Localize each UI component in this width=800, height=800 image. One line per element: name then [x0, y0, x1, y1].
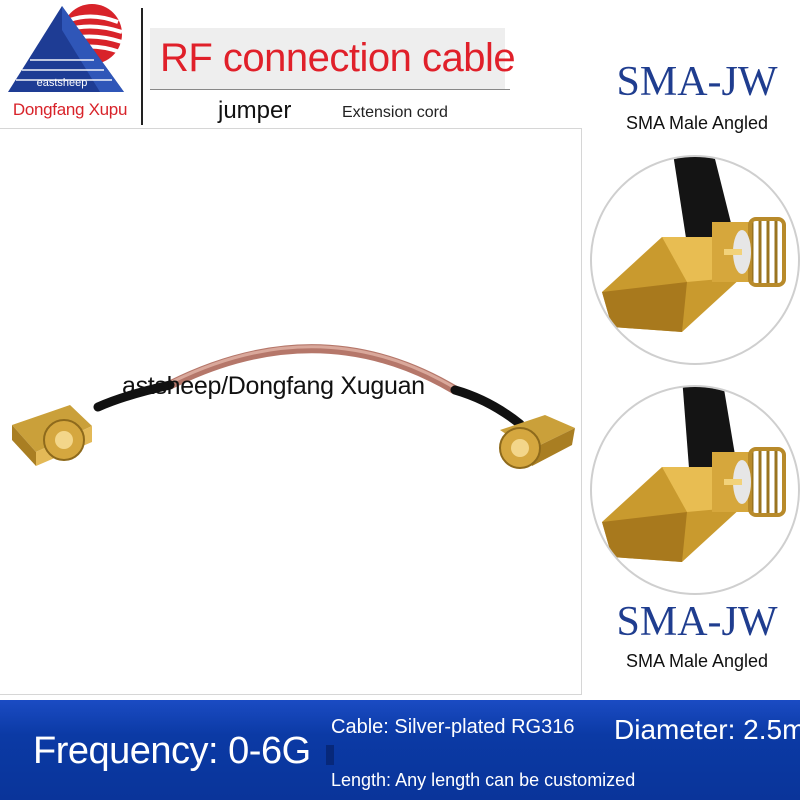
product-image-frame	[0, 128, 582, 695]
connector-subtitle-bottom: SMA Male Angled	[625, 651, 769, 671]
connector-title-top: SMA-JW	[616, 59, 778, 105]
sma-connector-icon	[602, 157, 786, 332]
connector-detail-bottom	[590, 385, 800, 595]
subtitle-extension-cord: Extension cord	[342, 104, 448, 121]
diameter-spec: Diameter: 2.5mm	[614, 714, 800, 745]
connector-detail-top	[590, 155, 800, 365]
brand-watermark: astsheep/Dongfang Xuguan	[122, 372, 425, 400]
subtitle-jumper: jumper	[218, 97, 292, 124]
cable-assembly-image	[12, 344, 575, 469]
connector-subtitle-top: SMA Male Angled	[625, 113, 769, 133]
footer-gradient	[0, 700, 800, 800]
cable-spec: Cable: Silver-plated RG316	[331, 716, 575, 738]
connector-title-bottom: SMA-JW	[616, 599, 778, 645]
svg-text:eastsheep: eastsheep	[37, 77, 88, 89]
eastsheep-logo: eastsheep	[8, 4, 124, 92]
page-title: RF connection cable	[160, 36, 516, 80]
footer-marker	[326, 745, 334, 765]
sma-connector-icon	[602, 387, 786, 562]
left-sma-connector	[12, 405, 92, 466]
right-sma-connector	[499, 415, 575, 469]
length-spec: Length: Any length can be customized	[331, 770, 636, 790]
title-underline	[150, 89, 510, 90]
frequency-spec: Frequency: 0-6G	[33, 730, 311, 772]
title-background	[150, 28, 505, 90]
brand-name: Dongfang Xupu	[12, 100, 128, 119]
header-divider	[141, 8, 143, 125]
